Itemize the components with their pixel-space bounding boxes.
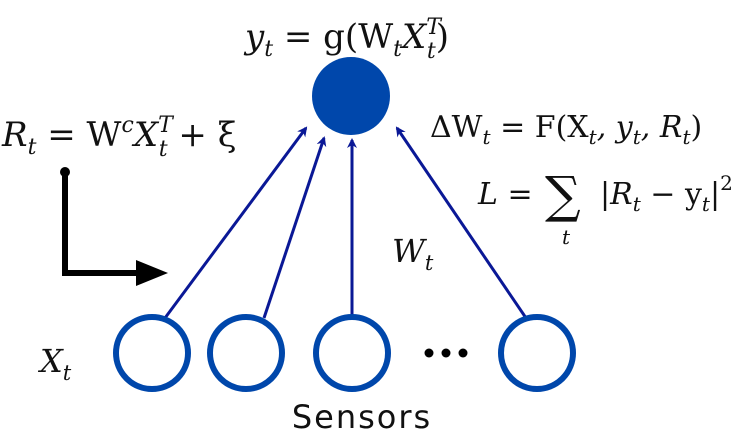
inputs-label: Xt: [37, 342, 72, 385]
output-neuron-node: [312, 57, 390, 135]
sensors-caption: Sensors: [292, 398, 432, 436]
weight-arrow-2: [262, 136, 327, 319]
sensor-node-n: [498, 314, 576, 392]
svg-text:L =: L =: [477, 177, 533, 212]
ellipsis-dots: [424, 348, 468, 358]
svg-text:|Rt − yt|2: |Rt − yt|2: [600, 171, 733, 216]
update-rule-equation: ΔWt = F(Xt, yt, Rt): [430, 110, 702, 149]
weight-arrow-1: [163, 126, 308, 319]
weight-connections: [163, 126, 528, 319]
svg-text:t: t: [562, 225, 571, 249]
sensor-node-2: [207, 314, 285, 392]
loss-equation: L = ∑ t |Rt − yt|2: [477, 166, 733, 249]
sensor-node-3: [313, 314, 391, 392]
sum-symbol: ∑: [545, 166, 581, 224]
reward-signal-arrow: [60, 167, 168, 286]
sensor-node-1: [113, 314, 191, 392]
weight-arrow-4: [395, 126, 528, 319]
weights-label: Wt: [392, 232, 434, 275]
